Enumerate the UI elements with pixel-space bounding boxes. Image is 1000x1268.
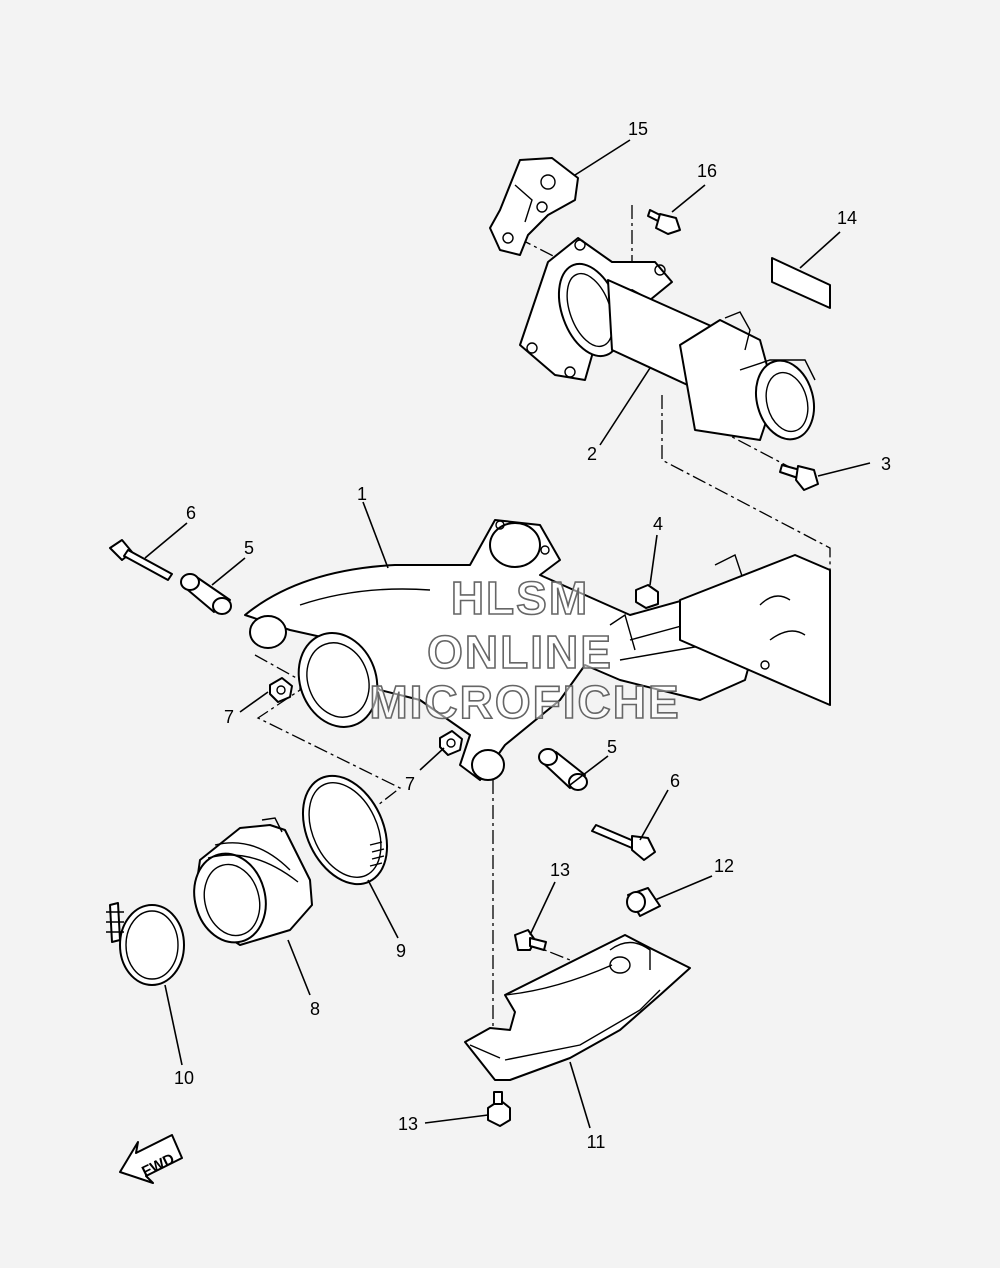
part-12-bumper: [626, 887, 661, 917]
part-2-axle-housing: [519, 237, 816, 441]
part-9-band: [301, 774, 389, 886]
callout-13-upper: 13: [550, 860, 570, 880]
callout-8: 8: [310, 999, 320, 1019]
part-6-bolt-lower: [591, 824, 656, 861]
callout-12: 12: [714, 856, 734, 876]
callout-11: 11: [587, 1132, 606, 1152]
callout-2: 2: [587, 444, 597, 464]
callout-9: 9: [396, 941, 406, 961]
part-13-bolt-lower: [487, 1091, 511, 1127]
watermark-line-3: MICROFICHE: [369, 676, 680, 728]
callout-6-upper: 6: [186, 503, 196, 523]
part-4-nut: [635, 584, 659, 609]
part-13-bolt-upper: [514, 929, 547, 951]
callout-16: 16: [697, 161, 717, 181]
watermark-line-2: ONLINE: [427, 626, 613, 678]
callout-4: 4: [653, 514, 663, 534]
part-5-bushing-lower: [538, 748, 588, 791]
part-11-skid-plate: [464, 934, 691, 1081]
callout-1: 1: [357, 484, 367, 504]
fwd-arrow: FWD: [119, 1134, 183, 1184]
part-14-label: [771, 257, 831, 309]
callout-5-upper: 5: [244, 538, 254, 558]
part-6-bolt-upper: [109, 539, 173, 581]
callout-3: 3: [881, 454, 891, 474]
part-16-bolt: [647, 209, 681, 235]
callout-15: 15: [628, 119, 648, 139]
callout-7-upper: 7: [224, 707, 234, 727]
callout-14: 14: [837, 208, 857, 228]
callout-5-lower: 5: [607, 737, 617, 757]
part-7-nut-upper: [269, 677, 293, 703]
watermark-line-1: HLSM: [451, 572, 589, 624]
callout-13-lower: 13: [398, 1114, 418, 1134]
part-5-bushing-upper: [180, 573, 232, 615]
leader-lines: [144, 139, 871, 1129]
callout-7-lower: 7: [405, 774, 415, 794]
part-10-clamp: [106, 902, 185, 986]
callout-6-lower: 6: [670, 771, 680, 791]
part-3-bolt: [779, 464, 819, 491]
watermark: HLSM ONLINE MICROFICHE: [369, 571, 680, 729]
part-8-boot: [193, 817, 313, 946]
part-7-nut-lower: [439, 730, 463, 756]
part-15-bracket: [489, 157, 579, 256]
part-1-swing-arm: [244, 519, 831, 781]
callout-10: 10: [174, 1068, 194, 1088]
callout-labels: 15 16 14 2 3 1 4 6 5 7 7 5 6 12 13 9 8 1…: [174, 119, 891, 1152]
